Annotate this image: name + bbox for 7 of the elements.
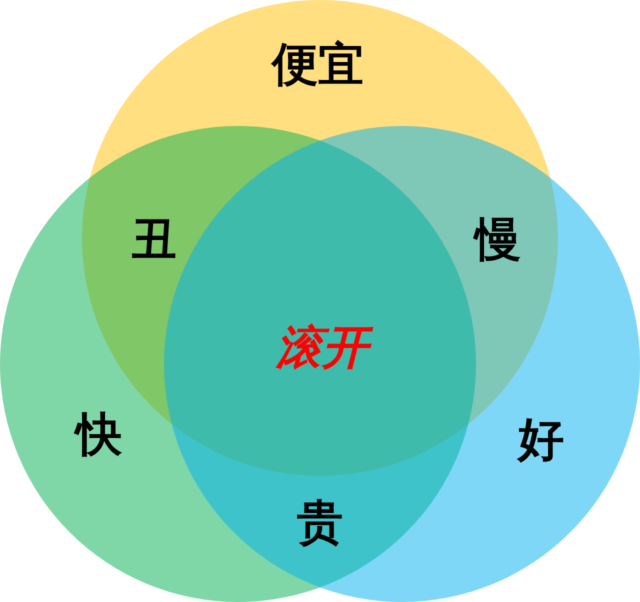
region-label: 滚开 <box>264 324 380 370</box>
region-label: 贵 <box>297 499 343 545</box>
set-label: 好 <box>518 416 564 462</box>
set-label: 快 <box>76 411 122 457</box>
set-label: 便宜 <box>272 41 364 87</box>
region-label: 慢 <box>475 216 521 262</box>
region-label: 丑 <box>131 216 177 262</box>
